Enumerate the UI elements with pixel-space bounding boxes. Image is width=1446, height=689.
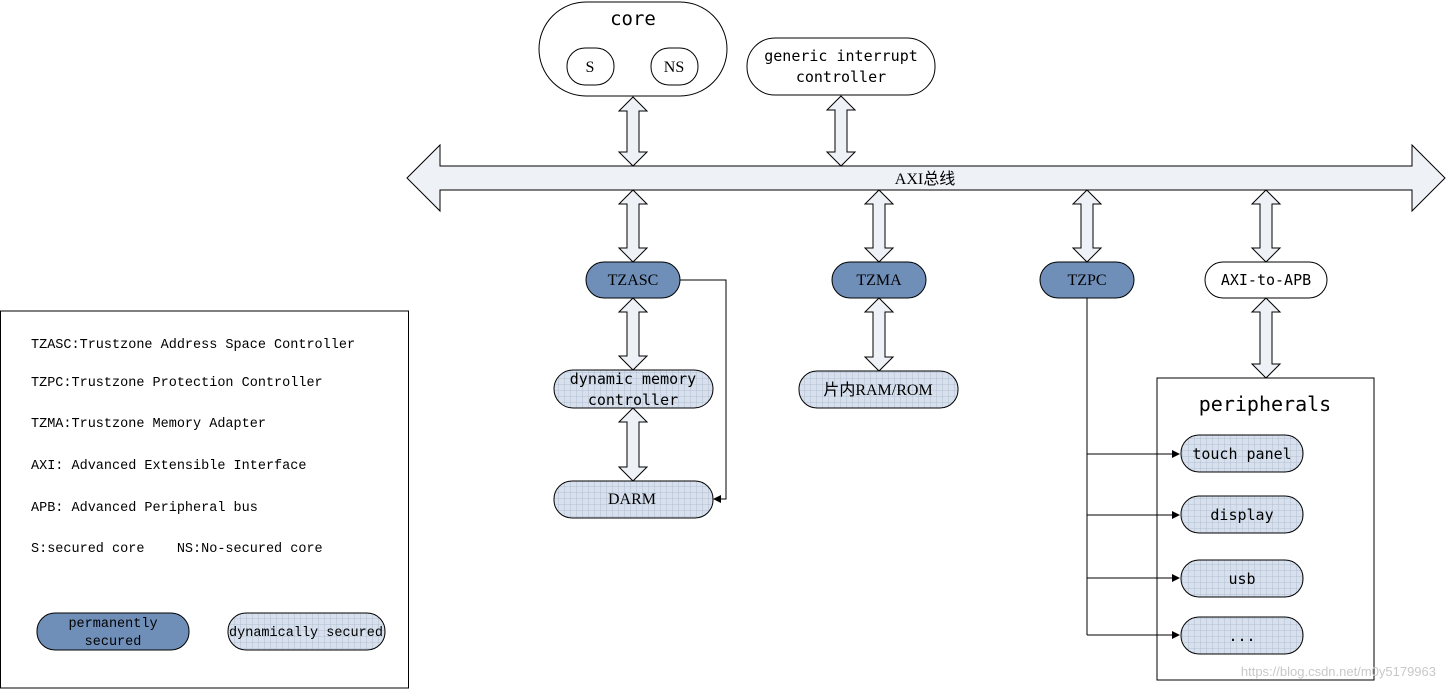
peripherals-title: peripherals xyxy=(1199,392,1331,416)
nonsecure-core-label: NS xyxy=(664,59,684,76)
axi-bus: AXI总线 xyxy=(406,143,1446,213)
darm-node: DARM xyxy=(553,480,714,519)
dmc-label-line1: dynamic memory xyxy=(570,370,696,388)
legend-line: TZMA:Trustzone Memory Adapter xyxy=(31,417,266,432)
bus-tzma-arrow xyxy=(863,189,895,263)
bus-apb-arrow xyxy=(1250,189,1282,263)
tzma-ram-arrow xyxy=(863,297,895,372)
tzpc-connectors xyxy=(1086,298,1180,639)
legend-dynamic-swatch xyxy=(227,612,386,651)
gic-label-line1: generic interrupt xyxy=(764,47,918,65)
dmc-darm-arrow xyxy=(617,407,649,482)
tzma-node: TZMA xyxy=(831,261,927,299)
secure-core-label: S xyxy=(586,59,595,76)
peripheral-label: touch panel xyxy=(1192,445,1291,463)
peripheral-usb xyxy=(1180,559,1304,598)
dmc-node: dynamic memory controller xyxy=(553,369,714,409)
core-label: core xyxy=(610,8,656,30)
secure-core-node xyxy=(566,47,615,86)
double-arrow-group xyxy=(617,95,1282,482)
legend-line: TZPC:Trustzone Protection Controller xyxy=(31,376,323,391)
ram-rom-node: 片内RAM/ROM xyxy=(798,370,959,409)
peripheral-display xyxy=(1180,495,1304,534)
gic-block: generic interrupt controller xyxy=(746,37,936,96)
core-block: core S NS xyxy=(538,1,728,97)
peripheral-more xyxy=(1180,616,1304,655)
tzma-label: TZMA xyxy=(856,272,902,289)
tzasc-node: TZASC xyxy=(585,261,681,299)
bus-label: AXI总线 xyxy=(895,170,955,188)
legend-permanent-line1: permanently xyxy=(68,617,157,632)
gic-bus-arrow xyxy=(825,95,857,167)
legend-line: AXI: Advanced Extensible Interface xyxy=(31,459,306,474)
peripheral-label: display xyxy=(1210,506,1273,524)
ram-rom-label: 片内RAM/ROM xyxy=(823,381,932,399)
core-bus-arrow xyxy=(617,96,649,167)
peripherals-box: peripherals touch panel display usb ... xyxy=(1156,377,1375,681)
legend-line: TZASC:Trustzone Address Space Controller xyxy=(31,338,355,353)
dmc-label-line2: controller xyxy=(588,391,678,409)
tzasc-dmc-arrow xyxy=(617,297,649,371)
legend-permanent-line2: secured xyxy=(85,635,142,650)
peripheral-label: ... xyxy=(1228,627,1255,645)
tzpc-label: TZPC xyxy=(1067,272,1106,289)
gic-label-line2: controller xyxy=(796,68,886,86)
legend-dynamic-label: dynamically secured xyxy=(229,626,383,641)
watermark-text: https://blog.csdn.net/m0y5179963 xyxy=(1241,664,1436,679)
apb-peripherals-arrow xyxy=(1250,297,1282,379)
tzasc-label: TZASC xyxy=(608,272,659,289)
nonsecure-core-node xyxy=(650,47,699,86)
legend-line: APB: Advanced Peripheral bus xyxy=(31,501,258,516)
tzasc-darm-connector xyxy=(680,279,727,503)
legend-permanent-swatch xyxy=(36,612,190,651)
legend-line: S:secured core NS:No-secured core xyxy=(31,542,323,557)
bus-tzasc-arrow xyxy=(617,189,649,263)
bus-tzpc-arrow xyxy=(1071,189,1103,263)
legend-box: TZASC:Trustzone Address Space Controller… xyxy=(0,310,409,689)
peripheral-touch-panel xyxy=(1180,434,1304,473)
peripheral-label: usb xyxy=(1228,570,1255,588)
axi-to-apb-node: AXI-to-APB xyxy=(1204,261,1328,299)
darm-label: DARM xyxy=(608,491,656,508)
axi-to-apb-label: AXI-to-APB xyxy=(1221,271,1311,289)
tzpc-node: TZPC xyxy=(1039,261,1135,299)
